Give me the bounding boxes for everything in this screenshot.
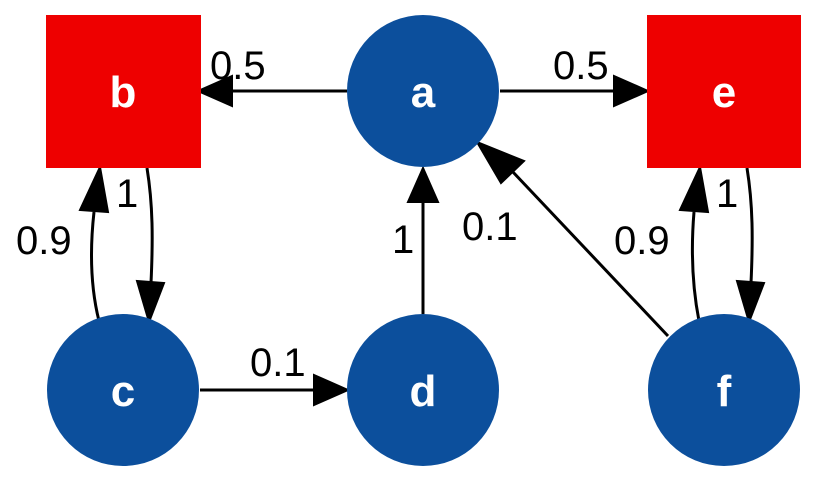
node-a[interactable]: a xyxy=(347,15,499,167)
node-a-shape[interactable] xyxy=(347,15,499,167)
arrowhead xyxy=(313,373,351,407)
edge-f-to-e xyxy=(678,163,710,322)
node-e-label: e xyxy=(712,68,736,117)
edge-label-a-b: 0.5 xyxy=(210,44,266,88)
node-a-label: a xyxy=(411,68,436,117)
node-c[interactable]: c xyxy=(47,314,199,466)
edge-f-to-a xyxy=(474,139,670,338)
edge-line xyxy=(745,167,754,284)
edge-label-a-e: 0.5 xyxy=(553,44,609,88)
node-d[interactable]: d xyxy=(347,314,499,466)
node-b-label: b xyxy=(110,68,137,117)
edge-b-to-c xyxy=(135,167,166,326)
edge-c-to-d xyxy=(200,373,351,407)
node-b-shape[interactable] xyxy=(46,15,201,168)
edge-line xyxy=(145,167,154,284)
edge-label-d-a: 1 xyxy=(392,218,414,262)
node-c-shape[interactable] xyxy=(47,314,199,466)
edge-a-to-b xyxy=(195,74,347,108)
edge-label-b-c: 1 xyxy=(116,172,138,216)
arrowhead xyxy=(474,139,526,185)
node-e-shape[interactable] xyxy=(647,15,801,168)
node-f-shape[interactable] xyxy=(648,314,800,466)
edge-line xyxy=(89,211,101,322)
edge-line xyxy=(510,169,670,338)
edge-label-e-f: 1 xyxy=(716,172,738,216)
node-c-label: c xyxy=(111,367,135,416)
edge-label-f-a: 0.1 xyxy=(462,205,518,249)
edge-label-c-d: 0.1 xyxy=(250,341,306,385)
arrowhead xyxy=(613,74,651,108)
node-e[interactable]: e xyxy=(647,15,801,168)
node-b[interactable]: b xyxy=(46,15,201,168)
arrowhead xyxy=(735,279,766,326)
arrowhead xyxy=(78,163,110,214)
edge-label-f-e: 0.9 xyxy=(614,219,670,263)
arrowhead xyxy=(135,279,166,326)
node-d-label: d xyxy=(410,367,437,416)
edge-label-c-b: 0.9 xyxy=(16,219,72,263)
node-d-shape[interactable] xyxy=(347,314,499,466)
edge-a-to-e xyxy=(500,74,651,108)
arrowhead xyxy=(195,74,233,108)
edge-line xyxy=(690,211,701,322)
arrowhead xyxy=(406,165,440,203)
edge-d-to-a xyxy=(406,165,440,314)
arrowhead xyxy=(678,163,710,214)
node-f[interactable]: f xyxy=(648,314,800,466)
edge-e-to-f xyxy=(735,167,766,326)
node-f-label: f xyxy=(717,367,732,416)
edge-c-to-b xyxy=(78,163,110,322)
